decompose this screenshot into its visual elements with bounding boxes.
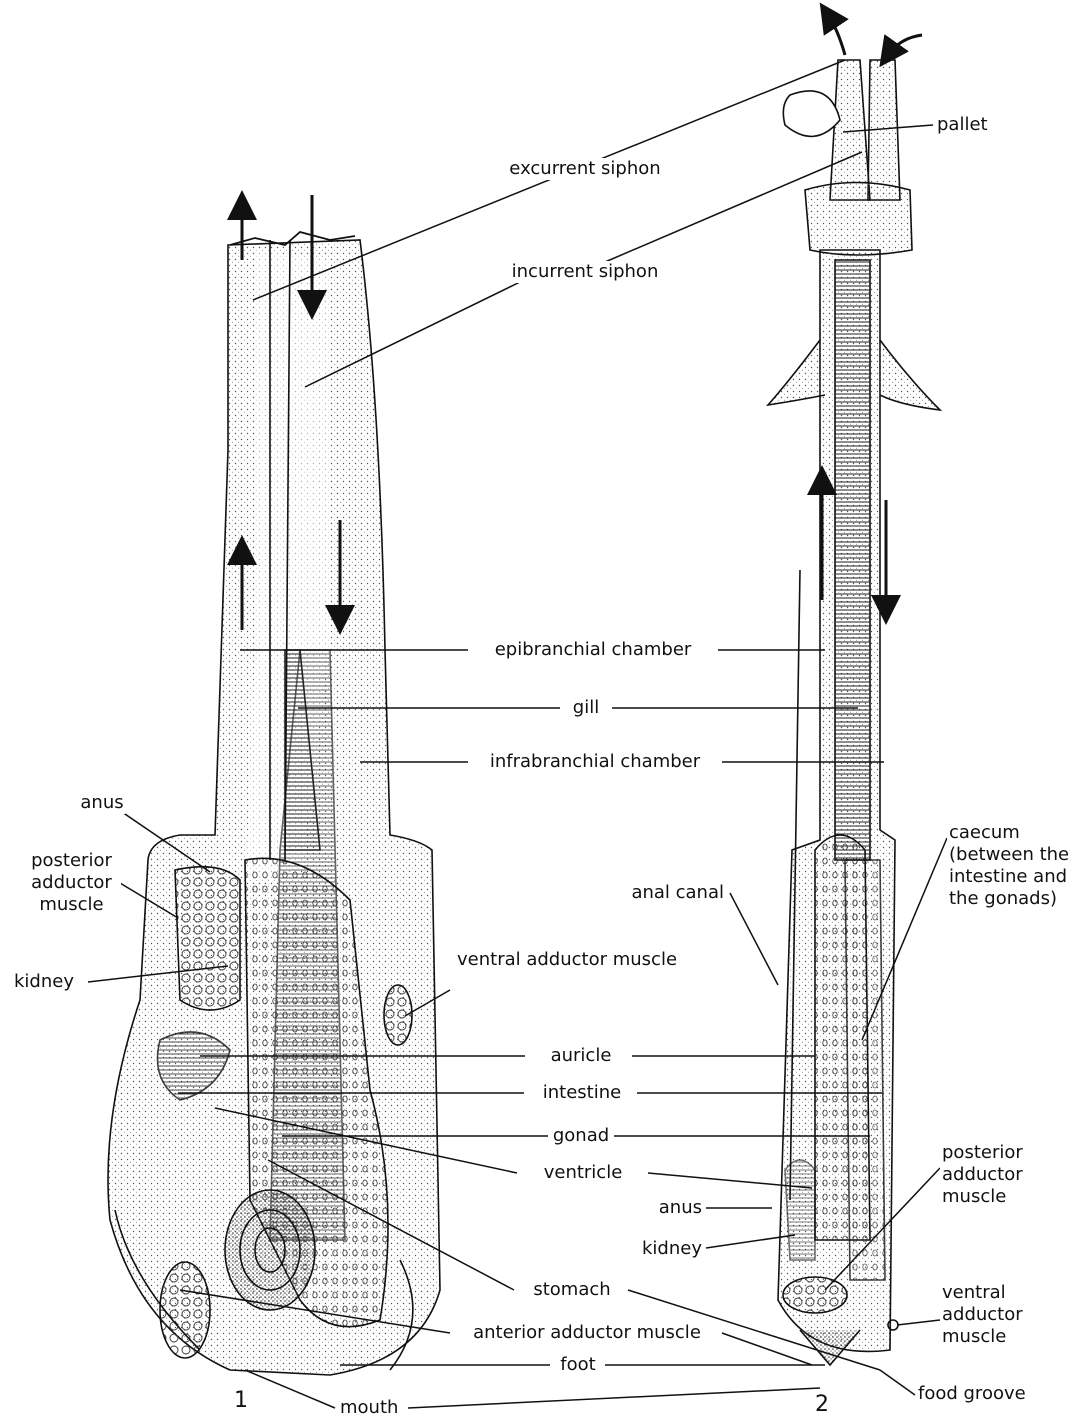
label-epibranchial-chamber: epibranchial chamber xyxy=(493,639,694,661)
label-line: posterior xyxy=(24,850,119,872)
label-infrabranchial-chamber: infrabranchial chamber xyxy=(488,751,702,773)
label-kidney-1: kidney xyxy=(12,971,76,993)
figure-number-1: 1 xyxy=(234,1388,248,1413)
label-foot: foot xyxy=(558,1354,597,1376)
label-ventricle: ventricle xyxy=(542,1162,625,1184)
label-pallet: pallet xyxy=(935,114,990,136)
label-anus-1: anus xyxy=(78,792,125,814)
label-gill: gill xyxy=(571,697,601,719)
label-line: ventral xyxy=(942,1282,1052,1304)
label-posterior-adductor-2: posterior adductor muscle xyxy=(940,1142,1054,1208)
label-line: muscle xyxy=(24,894,119,916)
label-gonad: gonad xyxy=(551,1125,611,1147)
label-anterior-adductor: anterior adductor muscle xyxy=(471,1322,703,1344)
label-caecum: caecum (between the intestine and the go… xyxy=(947,822,1086,910)
figure-number-2: 2 xyxy=(815,1392,829,1417)
label-anus-2: anus xyxy=(657,1197,704,1219)
label-mouth: mouth xyxy=(338,1397,400,1419)
label-excurrent-siphon: excurrent siphon xyxy=(507,158,662,180)
label-line: intestine and xyxy=(949,866,1084,888)
label-line: muscle xyxy=(942,1186,1052,1208)
label-auricle: auricle xyxy=(549,1045,614,1067)
label-ventral-adductor-2: ventral adductor muscle xyxy=(940,1282,1054,1348)
label-incurrent-siphon: incurrent siphon xyxy=(510,261,661,283)
label-kidney-2: kidney xyxy=(640,1238,704,1260)
label-food-groove: food groove xyxy=(916,1383,1028,1405)
label-line: adductor xyxy=(942,1304,1052,1326)
specimen-1 xyxy=(108,232,440,1375)
label-line: the gonads) xyxy=(949,888,1084,910)
label-line: adductor xyxy=(24,872,119,894)
label-line: posterior xyxy=(942,1142,1052,1164)
label-intestine: intestine xyxy=(541,1082,623,1104)
label-line: (between the xyxy=(949,844,1084,866)
label-posterior-adductor-1: posterior adductor muscle xyxy=(22,850,121,916)
label-line: muscle xyxy=(942,1326,1052,1348)
label-line: caecum xyxy=(949,822,1084,844)
label-ventral-adductor-1: ventral adductor muscle xyxy=(455,949,679,971)
label-stomach: stomach xyxy=(531,1279,612,1301)
label-anal-canal: anal canal xyxy=(629,882,726,904)
label-line: adductor xyxy=(942,1164,1052,1186)
specimen-2 xyxy=(768,60,940,1365)
